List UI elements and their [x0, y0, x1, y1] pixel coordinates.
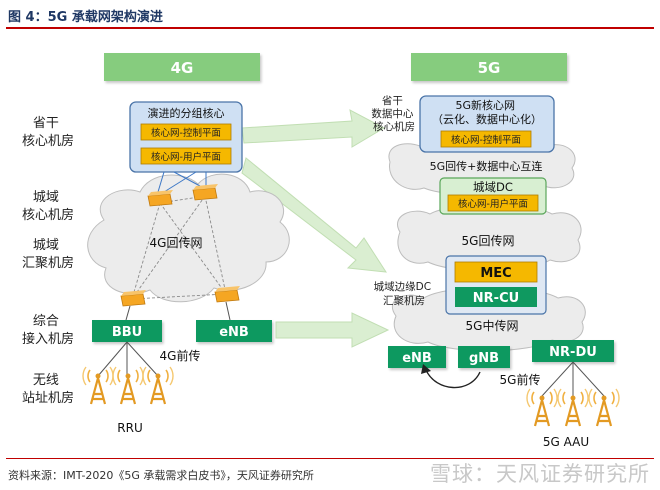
midhaul-5g-label: 5G中传网: [466, 318, 519, 333]
header-5g: 5G: [411, 53, 567, 81]
core-4g-links: [157, 171, 207, 193]
title-divider: [6, 27, 654, 29]
edge-5g-label-line2: 汇聚机房: [383, 294, 425, 307]
cloud-4g-backhaul: [87, 173, 290, 303]
transition-arrow-diagonal: [241, 157, 387, 273]
fronthaul-5g-lines: [541, 361, 605, 397]
row-label-integrated-line1: 综合: [33, 314, 59, 329]
row-label-metro-core: 城域 核心机房: [22, 190, 74, 223]
core-5g-title-line1: 5G新核心网: [455, 98, 515, 112]
province-5g-label-line3: 核心机房: [373, 120, 415, 133]
row-label-wireless: 无线 站址机房: [22, 373, 74, 406]
gnb-label: gNB: [469, 351, 499, 366]
nrcu-label: NR-CU: [473, 291, 519, 306]
metro-dc-box: 城域DC 核心网-用户平面: [439, 177, 547, 215]
row-label-metro-core-line1: 城域: [33, 190, 59, 205]
enb-4g-label: eNB: [219, 325, 249, 340]
row-label-metro-core-line2: 核心机房: [22, 207, 74, 223]
fronthaul-4g-label: 4G前传: [160, 348, 201, 363]
edge-5g-label-line1: 城域边缘DC: [374, 280, 431, 293]
enb-4g-node: eNB: [196, 320, 272, 342]
core-4g-user-plane: 核心网-用户平面: [151, 151, 221, 163]
interconnect-5g-label: 5G回传+数据中心互连: [430, 159, 543, 173]
enb-5g-node: eNB: [388, 346, 446, 368]
cloud-5g-backhaul: [397, 204, 582, 272]
fronthaul-5g-label: 5G前传: [500, 372, 541, 387]
rru-label: RRU: [117, 421, 142, 435]
edge-5g-label: 城域边缘DC 汇聚机房: [374, 280, 435, 307]
bbu-node: BBU: [92, 320, 162, 342]
aau-antenna-3-icon: [587, 387, 621, 428]
row-label-province: 省干 核心机房: [22, 116, 74, 149]
watermark: 雪球：天风证券研究所: [430, 462, 650, 486]
figure-title: 图 4：5G 承载网架构演进: [8, 10, 163, 25]
row-label-integrated-line2: 接入机房: [22, 331, 74, 347]
backhaul-4g-label: 4G回传网: [150, 235, 203, 250]
metro-dc-title: 城域DC: [473, 180, 513, 194]
edge-dc-box: MEC NR-CU: [445, 255, 547, 315]
core-5g-title: 5G新核心网 （云化、数据中心化）: [432, 98, 542, 126]
mec-label: MEC: [480, 266, 511, 281]
source-note: 资料来源：IMT-2020《5G 承载需求白皮书》，天风证券研究所: [8, 469, 314, 482]
nrdu-label: NR-DU: [549, 345, 597, 360]
metro-dc-user-plane: 核心网-用户平面: [458, 198, 528, 210]
rru-antenna-3-icon: [141, 365, 175, 406]
aau-antenna-1-icon: [525, 387, 559, 428]
row-label-metro-agg: 城域 汇聚机房: [22, 238, 74, 271]
core-4g-title: 演进的分组核心: [148, 106, 225, 120]
router-4g-access-right: [214, 286, 240, 303]
header-4g-label: 4G: [171, 59, 194, 77]
province-5g-label-line2: 数据中心: [371, 107, 413, 120]
gnb-node: gNB: [458, 346, 510, 368]
core-4g-box: 演进的分组核心 核心网-控制平面 核心网-用户平面: [129, 101, 243, 173]
core-5g-control-plane: 核心网-控制平面: [451, 134, 521, 146]
nrdu-node: NR-DU: [532, 340, 614, 362]
router-4g-core-left: [147, 190, 173, 207]
core-5g-title-line2: （云化、数据中心化）: [432, 112, 542, 126]
router-4g-core-right: [192, 184, 218, 201]
header-4g: 4G: [104, 53, 260, 81]
province-5g-label: 省干 数据中心 核心机房: [371, 94, 416, 133]
transition-arrow-upper: [241, 109, 386, 148]
access-4g-links: [125, 301, 231, 321]
header-5g-label: 5G: [478, 59, 501, 77]
row-label-wireless-line1: 无线: [33, 373, 59, 388]
rru-antenna-2-icon: [111, 365, 145, 406]
footer-divider: [6, 458, 654, 459]
backhaul-5g-label: 5G回传网: [462, 233, 515, 248]
row-label-integrated: 综合 接入机房: [22, 314, 74, 347]
row-label-metro-agg-line2: 汇聚机房: [22, 255, 74, 271]
enb-5g-label: eNB: [402, 351, 432, 366]
province-5g-label-line1: 省干: [382, 94, 403, 107]
row-label-metro-agg-line1: 城域: [33, 238, 59, 253]
row-label-province-line1: 省干: [33, 116, 59, 131]
transition-arrow-lower: [275, 312, 390, 348]
core-5g-box: 5G新核心网 （云化、数据中心化） 核心网-控制平面: [419, 95, 555, 153]
rru-antenna-1-icon: [81, 365, 115, 406]
fronthaul-4g-lines: [97, 341, 159, 377]
row-label-province-line2: 核心机房: [22, 133, 74, 149]
router-4g-access-left: [120, 290, 146, 307]
enb-gnb-curve-arrow: [421, 364, 481, 389]
aau-label: 5G AAU: [543, 435, 589, 449]
row-label-wireless-line2: 站址机房: [22, 390, 74, 406]
core-4g-control-plane: 核心网-控制平面: [151, 127, 221, 139]
bbu-label: BBU: [112, 325, 142, 340]
